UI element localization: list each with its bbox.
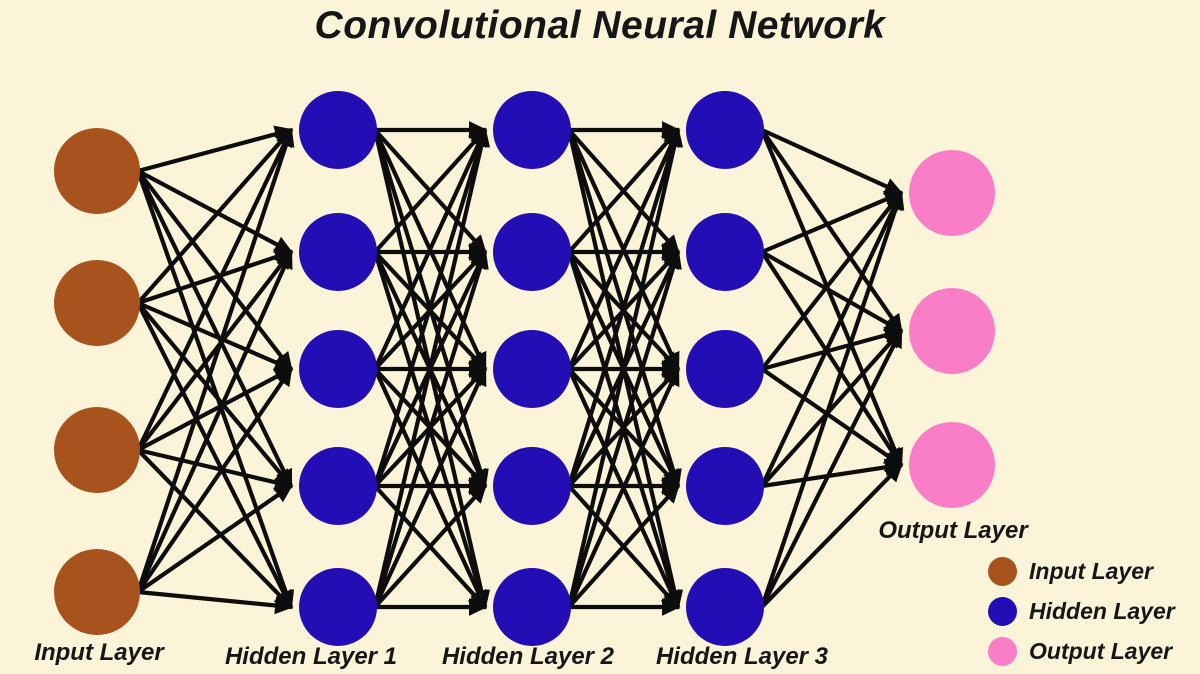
input-to-hidden1-arrow: [137, 125, 294, 174]
hidden1-to-hidden2-arrow: [373, 366, 487, 608]
hidden2-node-1: [493, 91, 571, 169]
hidden2-node-5: [493, 568, 571, 646]
input-to-hidden1-arrow: [136, 128, 293, 305]
input-to-hidden1-arrow: [136, 127, 295, 593]
hidden1-to-hidden2-arrow: [372, 249, 489, 608]
connection-arrows: [136, 121, 905, 616]
input-node-1: [54, 128, 140, 214]
hidden1-node-4: [299, 447, 377, 525]
hidden3-to-output-arrow: [760, 250, 903, 468]
hidden3-to-output-arrow: [761, 326, 904, 372]
input-to-hidden1-arrow: [136, 484, 294, 594]
hidden3-node-4: [686, 447, 764, 525]
legend-label-input: Input Layer: [1029, 558, 1153, 584]
input-to-hidden1-arrow: [136, 301, 293, 488]
legend-row-output: Output Layer: [988, 636, 1175, 667]
input-node-4: [54, 549, 140, 635]
hidden3-label: Hidden Layer 3: [655, 643, 829, 670]
hidden1-label: Hidden Layer 1: [224, 643, 398, 670]
hidden2-to-hidden3-arrow: [567, 366, 680, 608]
hidden3-node-2: [686, 213, 764, 291]
hidden-layer-dot-icon: [988, 597, 1017, 626]
hidden3-to-output-arrow: [760, 463, 903, 609]
hidden3-node-3: [686, 330, 764, 408]
hidden3-to-output-arrow: [760, 329, 903, 488]
hidden3-to-output-arrow: [760, 128, 903, 334]
hidden1-to-hidden2-arrow: [373, 484, 487, 609]
hidden2-node-3: [493, 330, 571, 408]
hidden1-to-hidden2-arrow: [372, 127, 489, 487]
hidden2-to-hidden3-arrow: [566, 127, 682, 487]
output-node-3: [909, 422, 995, 508]
input-to-hidden1-arrow: [136, 170, 295, 610]
diagram-title: Convolutional Neural Network: [314, 4, 886, 47]
input-to-hidden1-arrow: [137, 367, 294, 452]
hidden3-to-output-arrow: [761, 458, 904, 489]
hidden1-node-2: [299, 213, 377, 291]
output-node-2: [909, 288, 995, 374]
hidden3-to-output-arrow: [760, 191, 903, 371]
legend-row-hidden: Hidden Layer: [988, 596, 1175, 627]
hidden1-node-3: [299, 330, 377, 408]
input-label: Input Layer: [34, 639, 164, 666]
input-to-hidden1-arrow: [136, 170, 293, 489]
input-node-3: [54, 407, 140, 493]
hidden2-label: Hidden Layer 2: [441, 643, 615, 670]
hidden1-node-5: [299, 568, 377, 646]
hidden2-node-4: [493, 447, 571, 525]
hidden3-to-output-arrow: [760, 250, 904, 333]
hidden3-to-output-arrow: [760, 190, 905, 608]
hidden2-node-2: [493, 213, 571, 291]
input-to-hidden1-arrow: [137, 248, 294, 305]
hidden3-to-output-arrow: [760, 129, 904, 468]
hidden1-to-hidden2-arrow: [373, 128, 487, 254]
input-layer-dot-icon: [988, 557, 1017, 586]
input-to-hidden1-arrow: [136, 127, 293, 451]
hidden3-node-5: [686, 568, 764, 646]
legend-label-hidden: Hidden Layer: [1029, 598, 1175, 624]
input-to-hidden1-arrow: [137, 169, 294, 254]
hidden3-to-output-arrow: [760, 190, 903, 487]
input-to-hidden1-arrow: [136, 169, 293, 371]
hidden3-to-output-arrow: [760, 328, 903, 608]
hidden2-to-hidden3-arrow: [567, 127, 680, 370]
hidden2-to-hidden3-arrow: [567, 484, 680, 609]
legend-label-output: Output Layer: [1029, 638, 1173, 664]
output-label: Output Layer: [878, 517, 1028, 544]
input-to-hidden1-arrow: [137, 447, 294, 491]
legend-row-input: Input Layer: [988, 556, 1175, 587]
hidden2-to-hidden3-arrow: [567, 128, 680, 254]
input-to-hidden1-arrow: [136, 366, 293, 594]
input-to-hidden1-arrow: [136, 448, 293, 609]
legend: Input Layer Hidden Layer Output Layer: [988, 556, 1175, 667]
network-nodes: [54, 91, 995, 646]
input-node-2: [54, 260, 140, 346]
output-layer-dot-icon: [988, 637, 1017, 666]
input-to-hidden1-arrow: [136, 250, 293, 452]
hidden1-node-1: [299, 91, 377, 169]
hidden3-to-output-arrow: [761, 128, 904, 195]
hidden1-to-hidden2-arrow: [372, 127, 491, 608]
hidden2-to-hidden3-arrow: [566, 127, 684, 608]
output-node-1: [909, 150, 995, 236]
hidden3-to-output-arrow: [760, 367, 904, 467]
hidden2-to-hidden3-arrow: [566, 249, 682, 608]
input-to-hidden1-arrow: [136, 302, 293, 610]
hidden3-node-1: [686, 91, 764, 169]
hidden1-to-hidden2-arrow: [373, 127, 487, 370]
input-to-hidden1-arrow: [136, 249, 293, 593]
hidden3-to-output-arrow: [761, 191, 904, 254]
input-to-hidden1-arrow: [137, 301, 294, 371]
input-to-hidden1-arrow: [137, 589, 294, 615]
